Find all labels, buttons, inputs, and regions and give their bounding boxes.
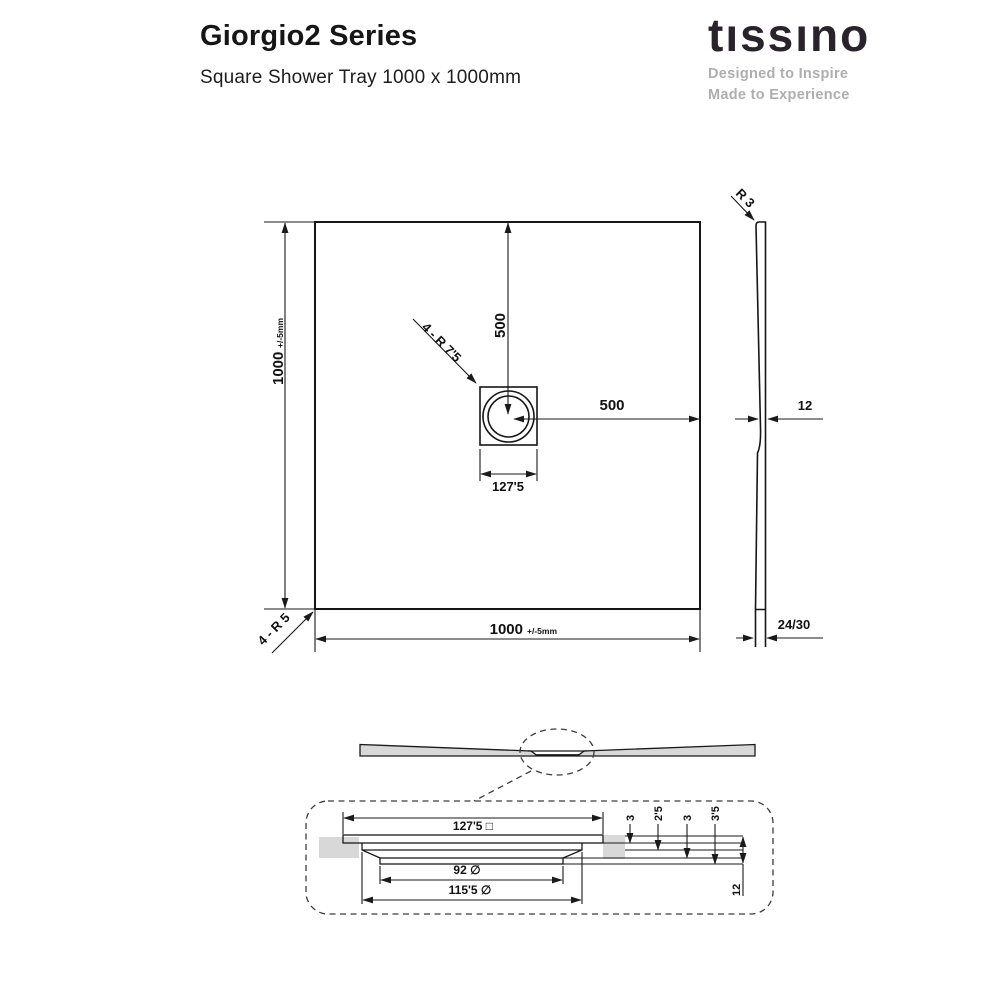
- tray-radius-label: 4 - R 5: [255, 610, 293, 648]
- section-body: [359, 743, 756, 757]
- drain-diameter-dim-label: 92 ∅: [453, 863, 480, 877]
- svg-text:3'5: 3'5: [710, 806, 722, 821]
- total-depth-label: 12: [731, 884, 743, 896]
- svg-text:12: 12: [731, 884, 743, 896]
- title-block: Giorgio2 Series Square Shower Tray 1000 …: [200, 20, 521, 89]
- svg-text:+/-5mm: +/-5mm: [275, 318, 285, 348]
- tagline-line-2: Made to Experience: [708, 86, 850, 103]
- svg-text:2'5: 2'5: [653, 806, 665, 821]
- svg-text:3: 3: [625, 815, 637, 821]
- svg-text:3: 3: [682, 815, 694, 821]
- detail-cover-plate: [342, 834, 604, 844]
- side-profile: [754, 221, 767, 647]
- plan-width-tolerance-label: +/-5mm: [527, 626, 557, 636]
- flange-diameter-dim-label: 115'5 ∅: [449, 883, 492, 897]
- brand-tagline: Designed to Inspire Made to Experience: [708, 64, 968, 105]
- drain-flange: [361, 843, 583, 865]
- detail-leader: [473, 770, 532, 802]
- tagline-line-1: Designed to Inspire: [708, 66, 849, 82]
- waste-radius-leader: [412, 318, 477, 384]
- depth-step-1-label: 3: [625, 815, 637, 821]
- cross-section-view: [359, 728, 756, 802]
- detail-callout-circle: [519, 728, 595, 776]
- edge-height-dim-label: 24/30: [778, 617, 811, 632]
- edge-radius-label: R 3: [733, 186, 758, 211]
- plan-width-dim-label: 1000: [490, 621, 523, 638]
- depth-step-2-label: 2'5: [653, 806, 665, 821]
- waste-width-dim-label: 127'5: [492, 479, 524, 494]
- center-from-right-dim-label: 500: [599, 397, 624, 414]
- brand-block: tıssıno Designed to Inspire Made to Expe…: [708, 12, 968, 105]
- svg-text:4 - R 5: 4 - R 5: [255, 610, 293, 648]
- tray-section-right: [603, 835, 625, 859]
- plan-view: 1000 +/-5mm 1000 +/-5mm 500 500 127'5 4 …: [255, 221, 701, 654]
- detail-border: [305, 800, 774, 915]
- page-subtitle: Square Shower Tray 1000 x 1000mm: [200, 67, 522, 88]
- svg-text:R 3: R 3: [733, 186, 758, 211]
- depth-step-4-label: 3'5: [710, 806, 722, 821]
- mid-thickness-dim-label: 12: [798, 398, 812, 413]
- svg-text:4 - R 7'5: 4 - R 7'5: [419, 320, 464, 365]
- detail-view: 127'5 □ 92 ∅ 115'5 ∅ 3 2'5 3 3'5: [305, 800, 774, 915]
- center-from-top-dim-label: 500: [492, 313, 509, 338]
- tray-outline: [314, 221, 701, 610]
- depth-step-3-label: 3: [682, 815, 694, 821]
- waste-radius-label: 4 - R 7'5: [419, 320, 464, 365]
- svg-text:1000: 1000: [270, 352, 287, 385]
- svg-text:500: 500: [492, 313, 509, 338]
- waste-outer-circle: [482, 390, 535, 443]
- plan-height-dim-label: 1000 +/-5mm: [270, 318, 287, 385]
- side-view: R 3 12 24/30: [730, 186, 823, 647]
- page-title: Giorgio2 Series: [200, 20, 418, 52]
- tray-section-left: [319, 837, 359, 858]
- cover-width-dim-label: 127'5 □: [453, 819, 493, 833]
- edge-radius-leader: [730, 195, 755, 221]
- tissino-logo: tıssıno: [708, 9, 871, 61]
- waste-cover: [479, 386, 538, 446]
- waste-inner-circle: [487, 395, 530, 438]
- tray-radius-leader: [271, 611, 314, 654]
